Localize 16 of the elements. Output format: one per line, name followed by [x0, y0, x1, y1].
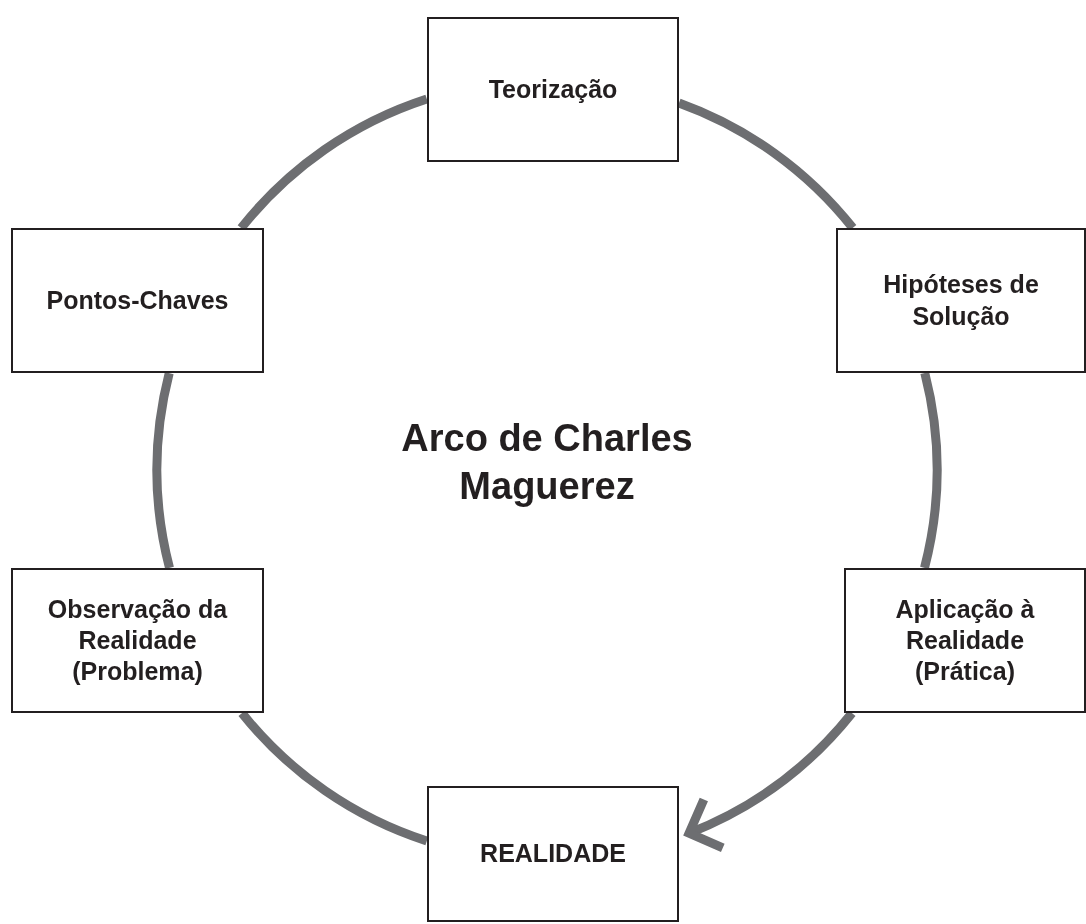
step-label: Pontos-Chaves: [45, 284, 230, 316]
process-box: [11, 568, 264, 713]
step-label: Aplicação à Realidade (Prática): [894, 593, 1036, 688]
arc-connector: [237, 94, 429, 231]
arc-connector: [920, 372, 942, 569]
process-box: [427, 17, 679, 162]
process-box: [427, 786, 679, 922]
step-label: Observação da Realidade (Problema): [46, 593, 229, 688]
process-box: [836, 228, 1086, 373]
step-label: REALIDADE: [479, 838, 627, 870]
process-box: [844, 568, 1086, 713]
process-box: [11, 228, 264, 373]
step-label: Teorização: [487, 73, 619, 105]
step-label: Hipóteses de Solução: [882, 269, 1040, 332]
center-title: Arco de Charles Maguerez: [400, 416, 694, 509]
arc-connector: [152, 372, 174, 569]
